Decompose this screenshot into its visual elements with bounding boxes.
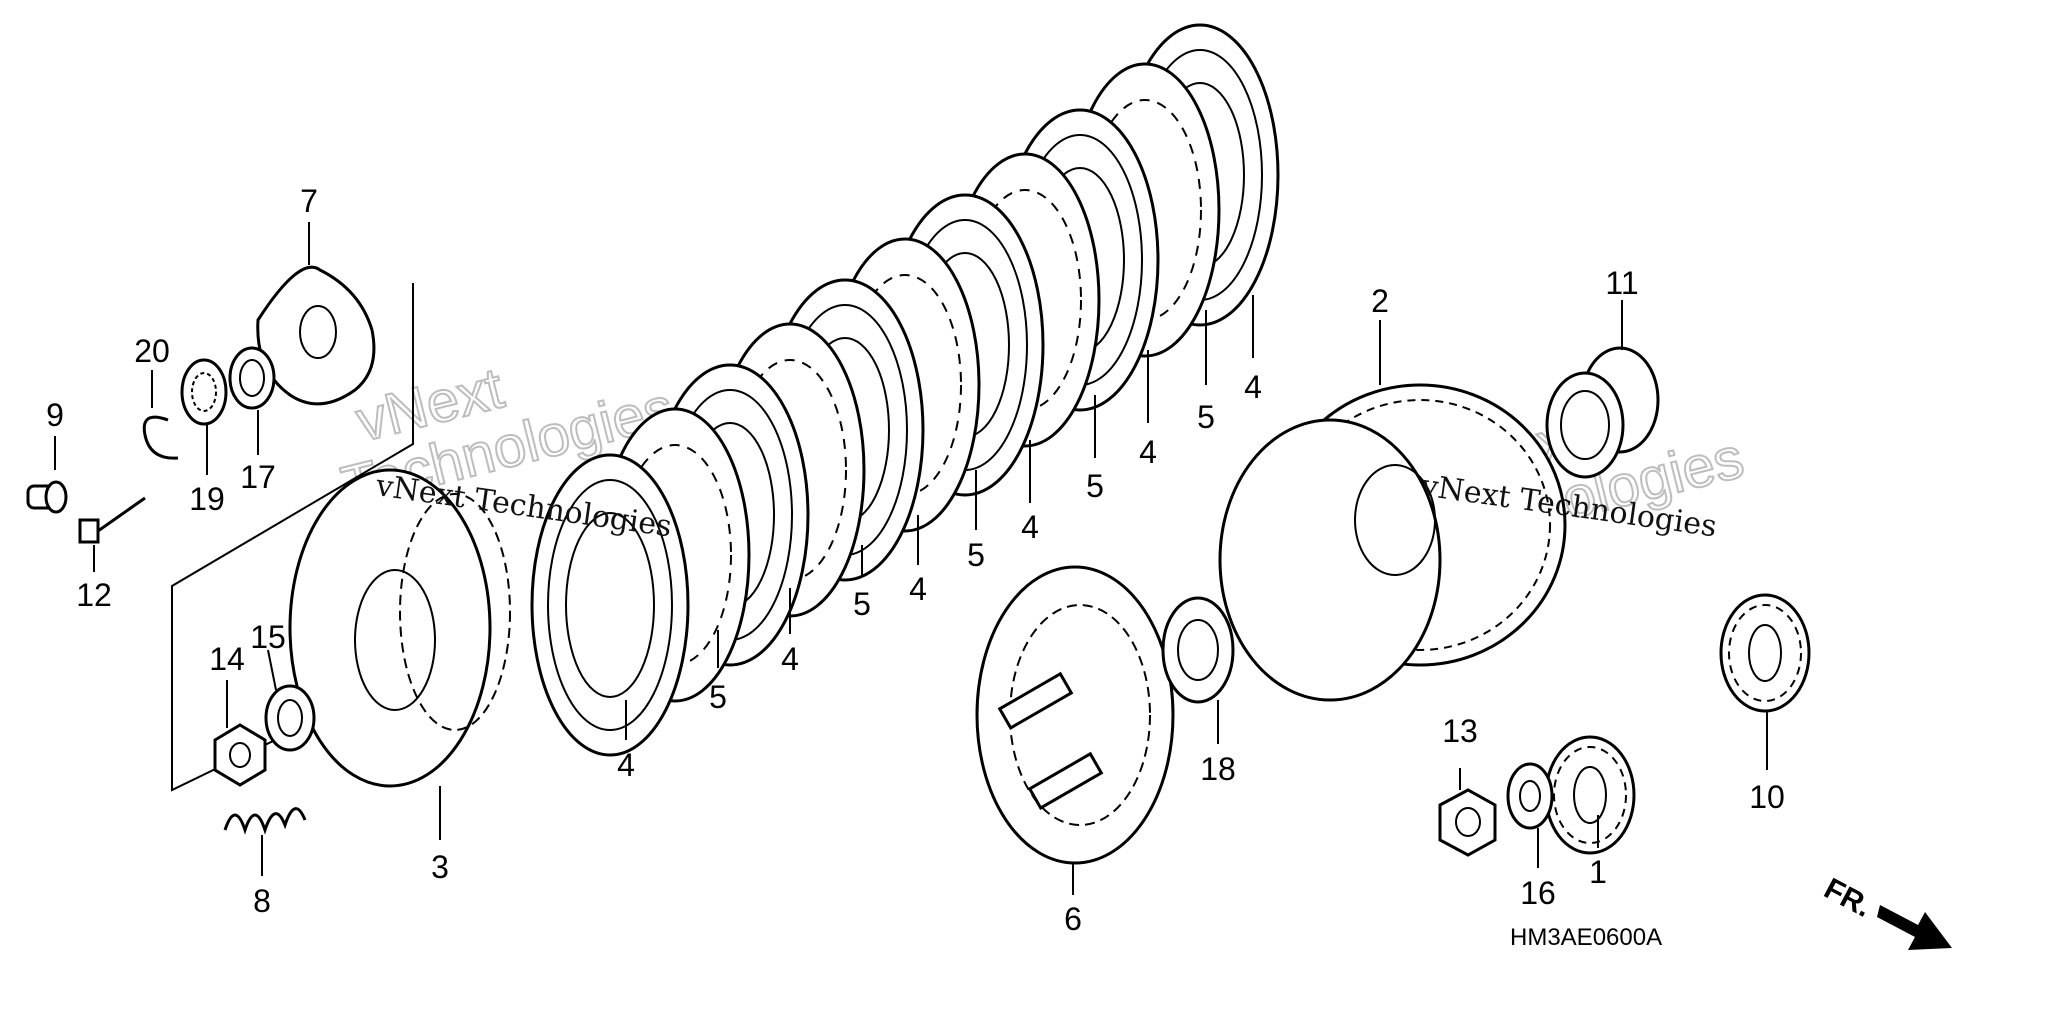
callout-9: 9 — [46, 397, 64, 433]
callout-5: 5 — [967, 537, 985, 573]
callout-1: 1 — [1589, 854, 1607, 890]
part-13-nut — [1438, 788, 1497, 857]
part-10-gear — [1719, 593, 1811, 713]
part-15-washer — [264, 684, 316, 752]
part-7-lifter-plate — [256, 265, 376, 406]
callout-12: 12 — [76, 577, 112, 613]
callout-4: 4 — [617, 747, 635, 783]
part-8-spring — [223, 807, 307, 835]
part-6-clutch-center — [975, 565, 1175, 865]
leader-lines — [54, 222, 1768, 895]
callout-18: 18 — [1200, 751, 1236, 787]
callout-2: 2 — [1371, 283, 1389, 319]
callout-10: 10 — [1749, 779, 1785, 815]
callout-7: 7 — [300, 183, 318, 219]
callout-4: 4 — [909, 571, 927, 607]
callout-labels: 1 2 3 4 4 4 4 4 4 5 5 5 5 5 6 7 8 9 10 1… — [46, 183, 1785, 937]
front-label: FR. — [1819, 872, 1877, 924]
callout-6: 6 — [1064, 901, 1082, 937]
callout-19: 19 — [189, 481, 225, 517]
callout-8: 8 — [253, 883, 271, 919]
callout-4: 4 — [1021, 509, 1039, 545]
callout-16: 16 — [1520, 875, 1556, 911]
callout-3: 3 — [431, 849, 449, 885]
part-14-nut — [213, 723, 267, 787]
part-17-washer — [228, 346, 276, 410]
part-18-thrust-washer — [1161, 596, 1235, 704]
callout-4: 4 — [1244, 369, 1262, 405]
callout-5: 5 — [1086, 468, 1104, 504]
part-11-collar — [1545, 346, 1660, 479]
part-2-clutch-outer — [1218, 383, 1567, 702]
part-9-pin — [26, 480, 68, 514]
callout-4: 4 — [781, 641, 799, 677]
front-direction-indicator: FR. — [1819, 872, 1952, 950]
diagram-code: HM3AE0600A — [1510, 924, 1662, 951]
part-16-washer — [1506, 762, 1554, 830]
callout-5: 5 — [1197, 399, 1215, 435]
callout-15: 15 — [250, 619, 286, 655]
part-3-pressure-plate — [288, 468, 511, 788]
front-arrow-icon — [1877, 905, 1952, 950]
callout-5: 5 — [853, 586, 871, 622]
part-20-circlip — [142, 415, 179, 460]
callout-14: 14 — [209, 641, 245, 677]
callout-13: 13 — [1442, 713, 1478, 749]
part-19-bearing — [180, 358, 228, 426]
part-1-gear — [1544, 735, 1636, 855]
callout-5: 5 — [709, 679, 727, 715]
callout-17: 17 — [240, 459, 276, 495]
part-12-bolt — [78, 496, 146, 544]
callout-11: 11 — [1605, 265, 1638, 301]
callout-20: 20 — [134, 333, 170, 369]
callout-4: 4 — [1139, 434, 1157, 470]
